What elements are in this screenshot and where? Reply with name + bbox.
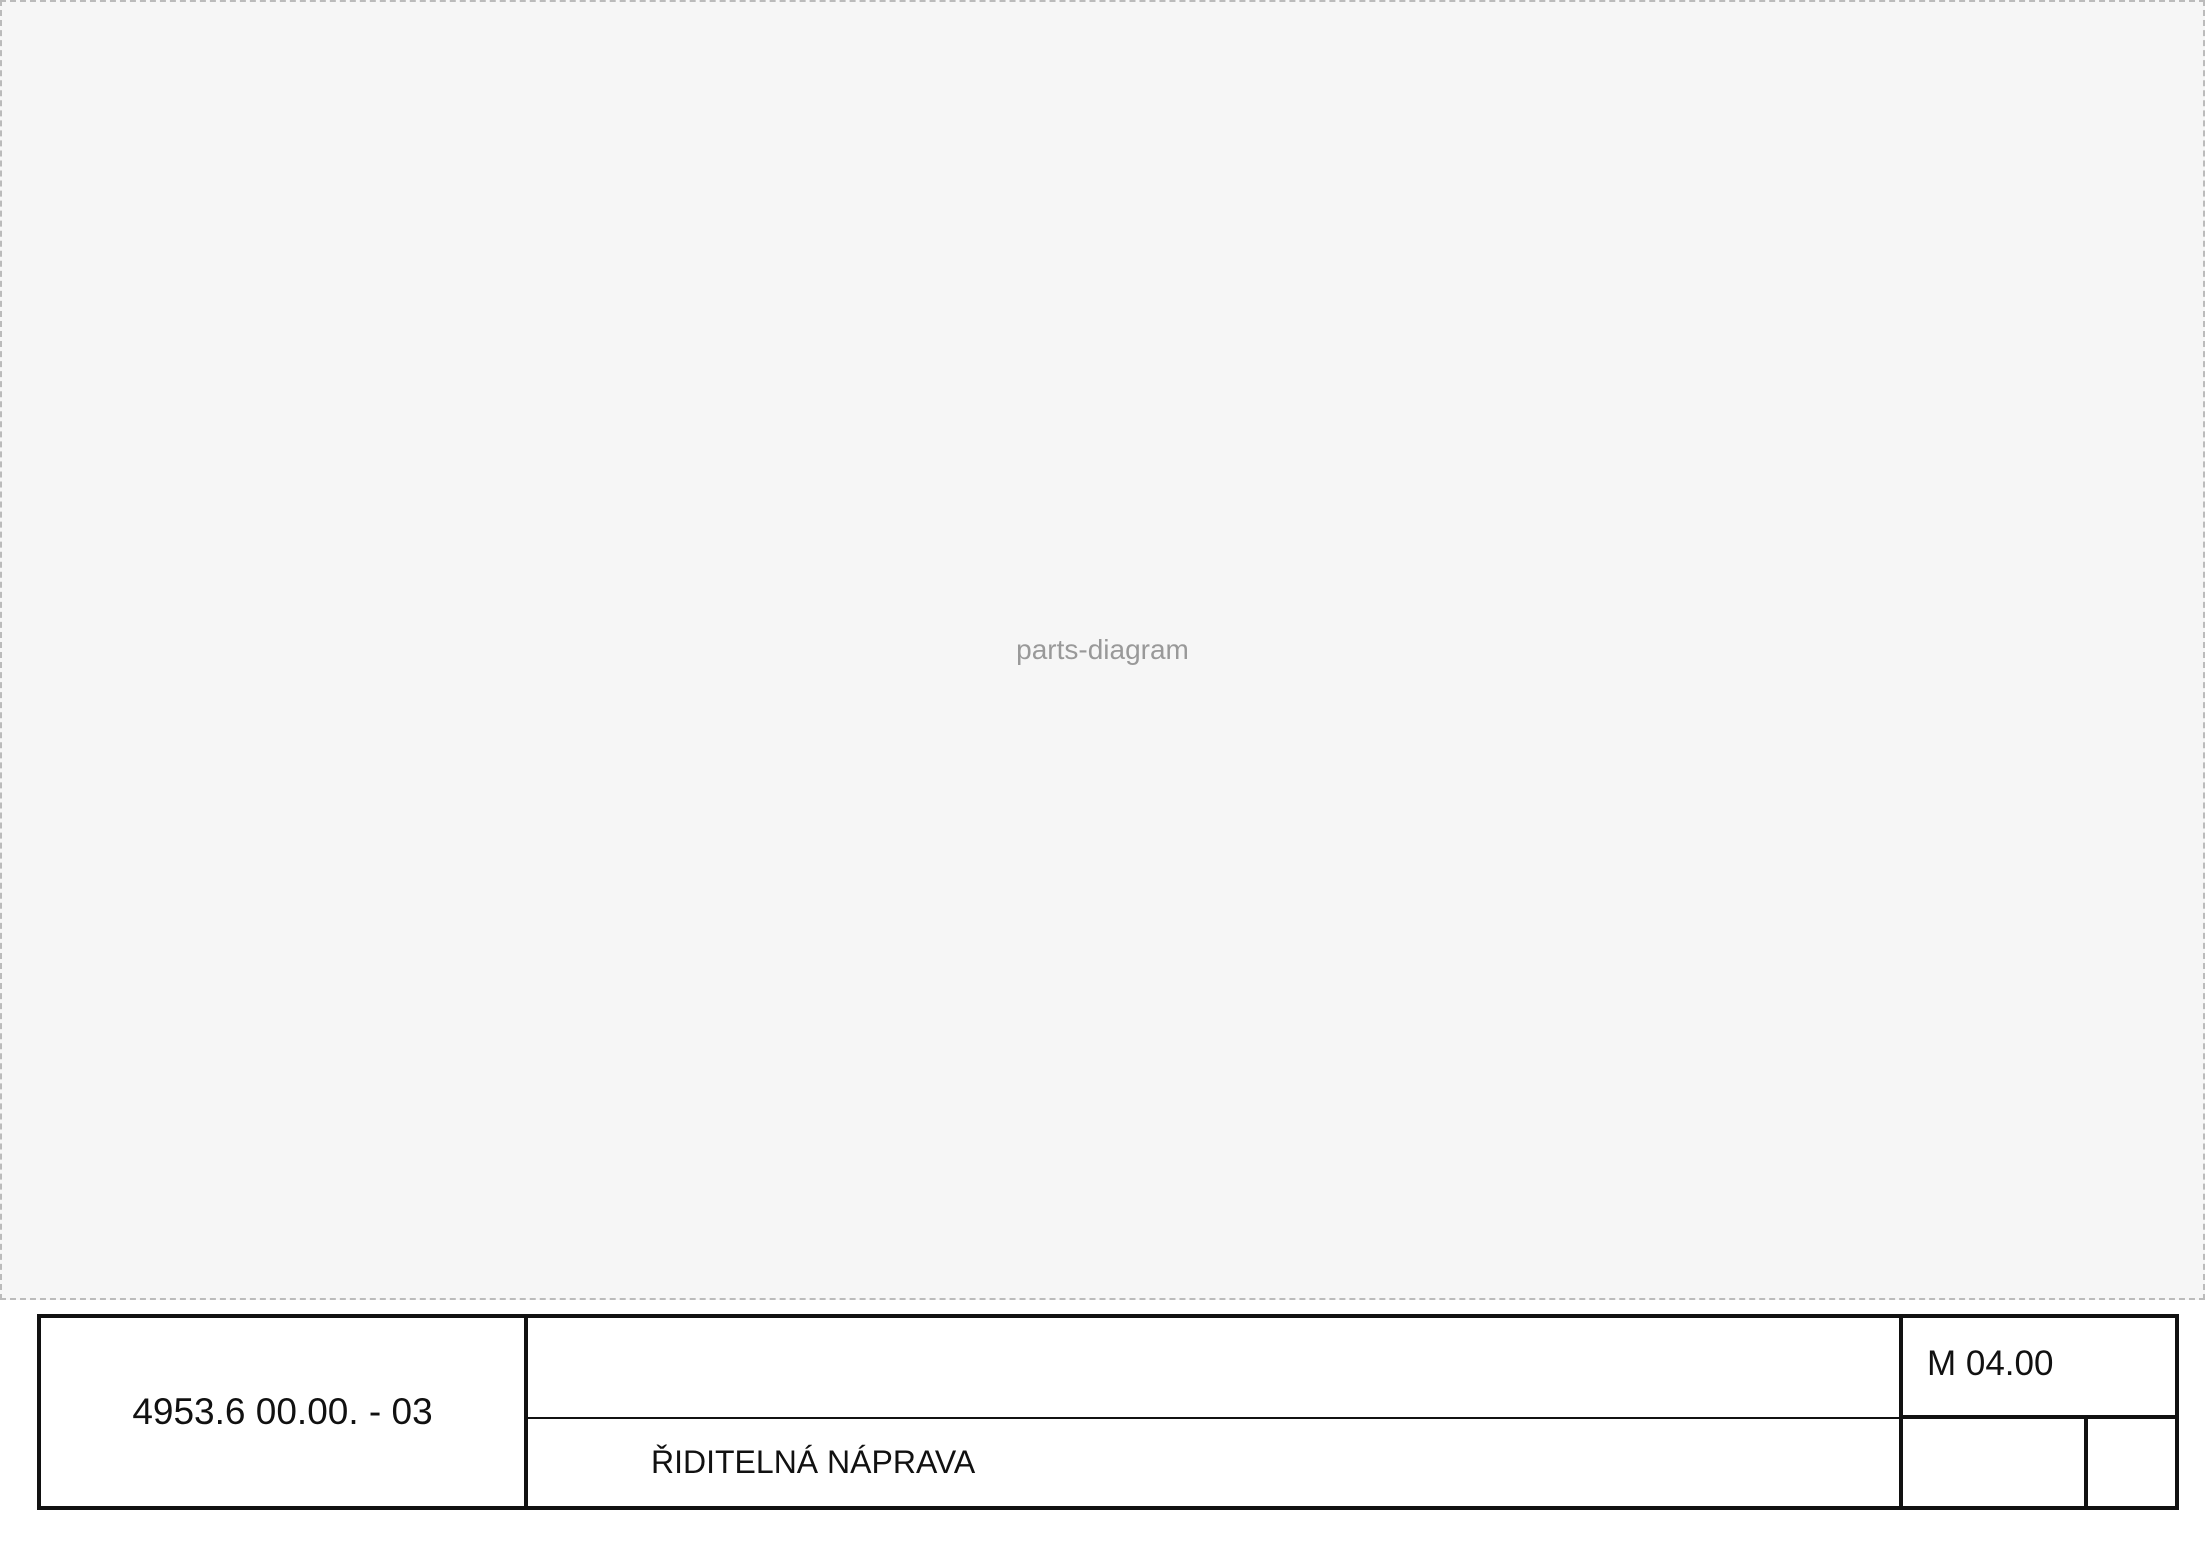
sheet-code-cell: M 04.00 (1903, 1318, 2175, 1419)
sheet-code: M 04.00 (1927, 1344, 2054, 1383)
title-block: 4953.6 00.00. - 03 ŘIDITELNÁ NÁPRAVA M 0… (37, 1314, 2179, 1510)
placeholder-label: parts-diagram (1016, 634, 1189, 665)
title-cell: ŘIDITELNÁ NÁPRAVA (528, 1419, 1903, 1506)
exploded-parts-drawing: parts-diagram 2 3 4 5 6 7 8 9 10 11 12 1… (0, 0, 2205, 1300)
drawing-number-cell: 4953.6 00.00. - 03 (41, 1318, 528, 1506)
drawing-title: ŘIDITELNÁ NÁPRAVA (651, 1444, 976, 1480)
drawing-number: 4953.6 00.00. - 03 (132, 1391, 433, 1432)
parts-diagram-placeholder: parts-diagram (0, 0, 2205, 1300)
sheet-empty-cell-right (2088, 1419, 2175, 1506)
sheet-empty-cell-left (1903, 1419, 2088, 1506)
title-empty-cell (528, 1318, 1903, 1419)
